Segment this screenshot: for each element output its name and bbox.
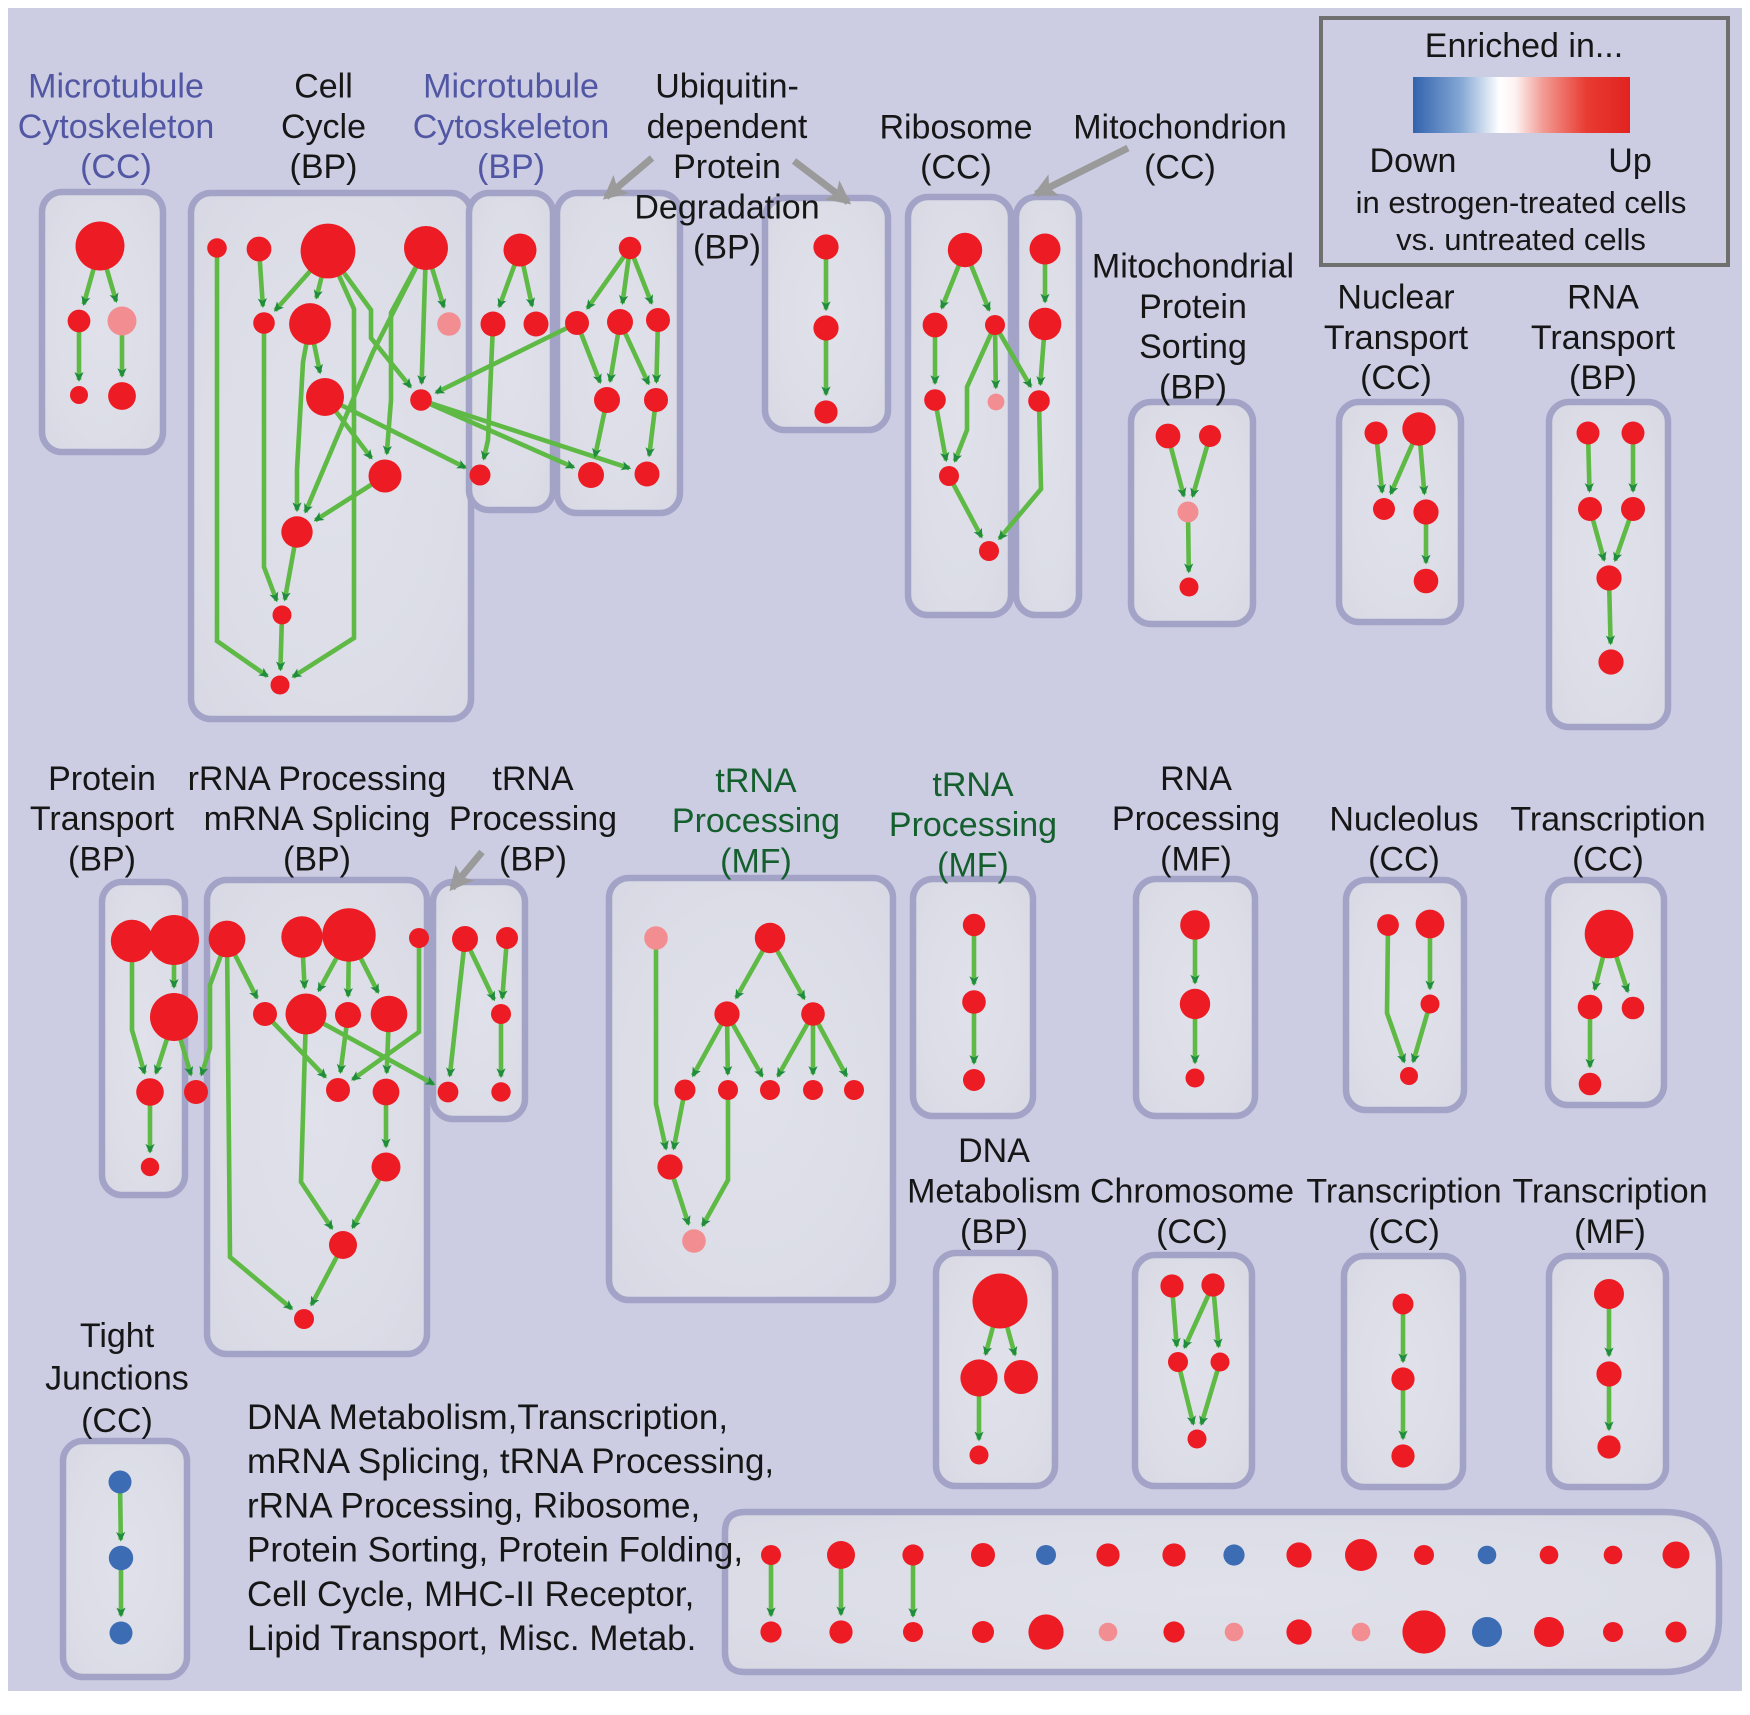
svg-text:(CC): (CC) [80,148,152,186]
svg-text:rRNA Processing: rRNA Processing [188,760,447,798]
svg-text:Cycle: Cycle [281,108,366,146]
svg-text:Metabolism: Metabolism [907,1172,1081,1210]
svg-text:Transcription: Transcription [1510,800,1705,838]
svg-text:Processing: Processing [672,802,840,840]
svg-text:Microtubule: Microtubule [423,68,599,106]
svg-text:(BP): (BP) [283,840,351,878]
svg-text:Cytoskeleton: Cytoskeleton [413,108,610,146]
svg-text:Protein: Protein [673,148,781,186]
svg-text:tRNA: tRNA [715,762,797,800]
svg-text:(CC): (CC) [1156,1213,1228,1251]
svg-text:Protein: Protein [48,760,156,798]
svg-text:Transcription: Transcription [1306,1173,1501,1211]
svg-text:Tight: Tight [80,1317,155,1355]
svg-text:Processing: Processing [1112,800,1280,838]
svg-text:(MF): (MF) [720,842,792,880]
svg-text:Mitochondrial: Mitochondrial [1092,248,1294,286]
svg-text:(CC): (CC) [920,149,992,187]
svg-text:Junctions: Junctions [45,1360,189,1398]
svg-text:Up: Up [1608,142,1651,180]
svg-text:Nucleolus: Nucleolus [1329,800,1478,838]
svg-text:(CC): (CC) [1572,841,1644,879]
svg-text:(MF): (MF) [1160,840,1232,878]
svg-text:RNA: RNA [1160,760,1232,798]
svg-text:Chromosome: Chromosome [1090,1173,1294,1211]
svg-text:(BP): (BP) [1159,368,1227,406]
svg-text:Cytoskeleton: Cytoskeleton [18,108,215,146]
svg-text:(CC): (CC) [1368,1213,1440,1251]
svg-text:Microtubule: Microtubule [28,68,204,106]
svg-text:(BP): (BP) [960,1213,1028,1251]
svg-text:Transport: Transport [1324,319,1469,357]
svg-text:Processing: Processing [889,806,1057,844]
svg-text:tRNA: tRNA [492,760,574,798]
svg-text:Processing: Processing [449,800,617,838]
svg-text:Transport: Transport [1531,319,1676,357]
svg-text:(CC): (CC) [1360,359,1432,397]
svg-text:(MF): (MF) [1574,1213,1646,1251]
svg-text:Lipid Transport, Misc. Metab.: Lipid Transport, Misc. Metab. [247,1619,696,1658]
svg-text:(MF): (MF) [937,846,1009,884]
svg-text:(BP): (BP) [693,229,761,267]
svg-text:(CC): (CC) [1144,149,1216,187]
svg-text:tRNA: tRNA [932,766,1014,804]
svg-text:DNA Metabolism,Transcription,: DNA Metabolism,Transcription, [247,1398,728,1437]
svg-text:(BP): (BP) [499,840,567,878]
svg-text:in estrogen-treated cells: in estrogen-treated cells [1356,185,1687,220]
svg-text:Protein: Protein [1139,288,1247,326]
svg-text:Mitochondrion: Mitochondrion [1073,108,1287,146]
svg-text:Protein Sorting, Protein Foldi: Protein Sorting, Protein Folding, [247,1531,743,1570]
svg-text:Sorting: Sorting [1139,328,1247,366]
svg-text:Cell Cycle, MHC-II Receptor,: Cell Cycle, MHC-II Receptor, [247,1575,694,1614]
svg-text:mRNA Splicing, tRNA Processing: mRNA Splicing, tRNA Processing, [247,1442,774,1481]
svg-text:(BP): (BP) [477,148,545,186]
svg-text:Degradation: Degradation [634,188,819,226]
svg-text:Transport: Transport [30,800,175,838]
svg-text:vs. untreated cells: vs. untreated cells [1396,222,1646,257]
svg-text:(CC): (CC) [81,1402,153,1440]
svg-text:Cell: Cell [294,68,353,106]
svg-text:RNA: RNA [1567,279,1639,317]
svg-text:(BP): (BP) [68,840,136,878]
svg-text:Ubiquitin-: Ubiquitin- [655,68,799,106]
svg-text:rRNA Processing, Ribosome,: rRNA Processing, Ribosome, [247,1486,700,1525]
svg-text:Transcription: Transcription [1512,1173,1707,1211]
svg-text:(CC): (CC) [1368,841,1440,879]
svg-text:(BP): (BP) [290,148,358,186]
svg-text:Nuclear: Nuclear [1337,279,1454,317]
svg-text:dependent: dependent [647,108,808,146]
svg-text:mRNA Splicing: mRNA Splicing [204,800,431,838]
svg-text:Ribosome: Ribosome [879,108,1032,146]
svg-text:(BP): (BP) [1569,359,1637,397]
svg-text:Enriched in...: Enriched in... [1425,27,1623,65]
svg-text:Down: Down [1370,142,1457,180]
svg-text:DNA: DNA [958,1132,1030,1170]
